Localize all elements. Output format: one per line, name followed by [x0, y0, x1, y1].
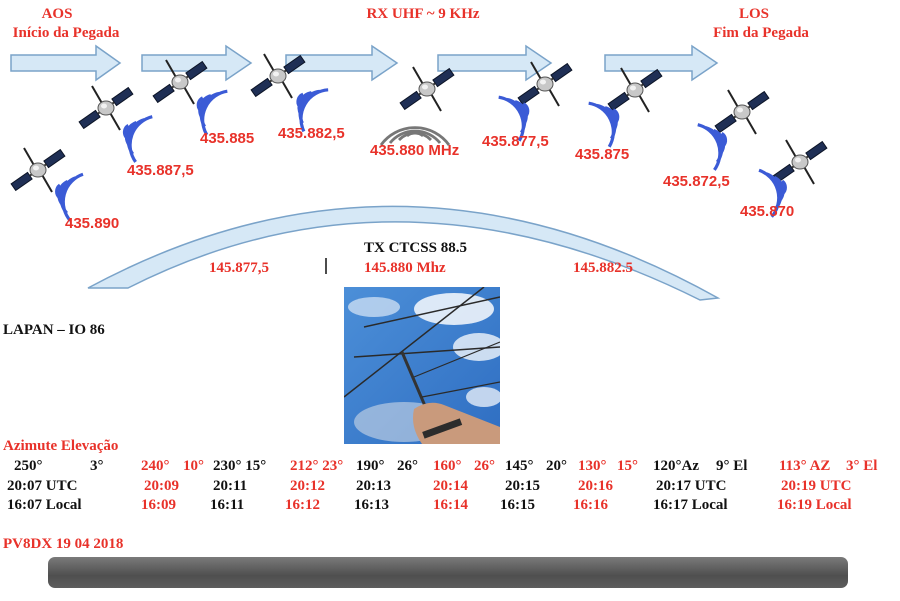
- utc-time-cell: 20:11: [213, 478, 248, 494]
- elevation-cell: 3° El: [846, 458, 878, 474]
- satellite-icon: [10, 147, 66, 193]
- uplink-frequency-right: 145.882.5: [573, 260, 633, 276]
- downlink-frequency: 435.885: [200, 130, 255, 147]
- azimuth-cell: 130°: [578, 458, 607, 474]
- direction-arrow: [141, 44, 253, 82]
- elevation-cell: 9° El: [716, 458, 748, 474]
- elevation-cell: 26°: [397, 458, 418, 474]
- local-time-cell: 16:13: [354, 497, 389, 513]
- signal-waves-gray-icon: [379, 126, 451, 146]
- rx-uhf-label: RX UHF ~ 9 KHz: [366, 6, 480, 22]
- satellite-icon: [714, 89, 770, 135]
- signal-waves-icon: [112, 106, 158, 164]
- aos-label: AOS: [41, 6, 73, 22]
- direction-arrow: [437, 44, 553, 82]
- satellite-icon: [78, 85, 134, 131]
- utc-time-cell: 20:09: [144, 478, 179, 494]
- azimuth-cell: 190°: [356, 458, 385, 474]
- azimuth-cell: 145°: [505, 458, 534, 474]
- callsign-date: PV8DX 19 04 2018: [3, 536, 124, 552]
- azimuth-cell: 250°: [14, 458, 43, 474]
- pass-table-header: Azimute Elevação: [3, 438, 119, 454]
- elevation-cell: 26°: [474, 458, 495, 474]
- azimuth-cell: 120°Az: [653, 458, 699, 474]
- tx-ctcss-label: TX CTCSS 88.5: [364, 240, 467, 256]
- local-time-cell: 16:12: [285, 497, 320, 513]
- utc-time-cell: 20:16: [578, 478, 613, 494]
- local-time-cell: 16:17 Local: [653, 497, 728, 513]
- utc-time-cell: 20:13: [356, 478, 391, 494]
- elevation-cell: 3°: [90, 458, 104, 474]
- azimuth-cell: 113° AZ: [779, 458, 831, 474]
- local-time-cell: 16:15: [500, 497, 535, 513]
- downlink-frequency: 435.882,5: [278, 125, 345, 142]
- satellite-icon: [250, 53, 306, 99]
- utc-time-cell: 20:14: [433, 478, 468, 494]
- satellite-icon: [607, 67, 663, 113]
- downlink-frequency: 435.890: [65, 215, 120, 232]
- direction-arrow: [604, 44, 719, 82]
- los-subtitle: Fim da Pegada: [713, 25, 809, 41]
- uplink-arc: [87, 205, 721, 301]
- downlink-frequency: 435.880 MHz: [370, 142, 460, 159]
- downlink-frequency: 435.872,5: [663, 173, 730, 190]
- signal-waves-icon: [184, 79, 233, 137]
- satellite-name: LAPAN – IO 86: [3, 322, 105, 338]
- los-label: LOS: [738, 6, 770, 22]
- downlink-frequency: 435.870: [740, 203, 795, 220]
- uplink-frequency-left: 145.877,5: [209, 260, 269, 276]
- azimuth-cell: 160°: [433, 458, 462, 474]
- azimuth-cell: 240°: [141, 458, 170, 474]
- local-time-cell: 16:11: [210, 497, 245, 513]
- local-time-cell: 16:19 Local: [777, 497, 852, 513]
- signal-waves-icon: [283, 77, 334, 134]
- local-time-cell: 16:07 Local: [7, 497, 82, 513]
- elevation-cell: 20°: [546, 458, 567, 474]
- azimuth-elevation-cell: 212° 23°: [290, 458, 344, 474]
- utc-time-cell: 20:17 UTC: [656, 478, 727, 494]
- signal-waves-icon: [46, 166, 89, 223]
- utc-time-cell: 20:19 UTC: [781, 478, 852, 494]
- elevation-cell: 15°: [617, 458, 638, 474]
- pass-direction-arrows: [10, 44, 719, 82]
- utc-time-cell: 20:15: [505, 478, 540, 494]
- yagi-antenna-photo: [344, 287, 500, 444]
- elevation-cell: 10°: [183, 458, 204, 474]
- satellite-positions: [10, 53, 828, 223]
- downlink-frequency: 435.875: [575, 146, 630, 163]
- azimuth-elevation-cell: 230° 15°: [213, 458, 267, 474]
- utc-time-cell: 20:07 UTC: [7, 478, 78, 494]
- aos-subtitle: Início da Pegada: [12, 25, 120, 41]
- downlink-frequency: 435.877,5: [482, 133, 549, 150]
- direction-arrow: [285, 44, 399, 82]
- bottom-bar: [48, 557, 848, 588]
- direction-arrow: [10, 44, 122, 82]
- satellite-icon: [399, 66, 455, 112]
- local-time-cell: 16:09: [141, 497, 176, 513]
- uplink-frequency-center: 145.880 Mhz: [364, 260, 446, 276]
- utc-time-cell: 20:12: [290, 478, 325, 494]
- local-time-cell: 16:14: [433, 497, 468, 513]
- downlink-frequency: 435.887,5: [127, 162, 194, 179]
- satellite-icon: [772, 139, 828, 185]
- local-time-cell: 16:16: [573, 497, 608, 513]
